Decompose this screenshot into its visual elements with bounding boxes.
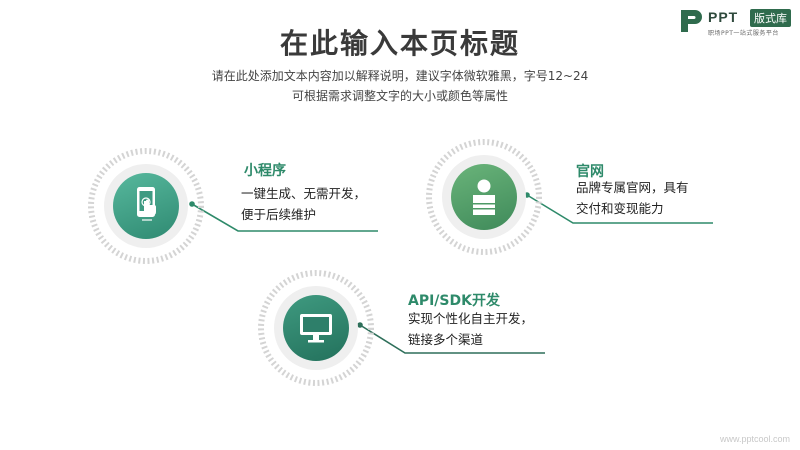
item-2-heading[interactable]: 官网 [576, 164, 604, 180]
watermark: www.pptcool.com [719, 434, 790, 444]
dashed-ring [88, 148, 204, 264]
item-api-sdk-graphic [256, 268, 376, 388]
item-1-text: 一键生成、无需开发， 便于后续维护 [241, 186, 367, 222]
page-title[interactable]: 在此输入本页标题 [279, 27, 520, 60]
logo-subtitle: 职场PPT一站式服务平台 [708, 30, 779, 37]
item-website-graphic [424, 137, 544, 257]
logo-tag: 版式库 [750, 9, 791, 27]
dashed-ring [426, 139, 542, 255]
dashed-ring [258, 270, 374, 386]
logo-text: PPT [708, 9, 739, 25]
monitor-icon [300, 314, 332, 343]
description-line-1[interactable]: 请在此处添加文本内容加以解释说明，建议字体微软雅黑，字号12~24 [211, 69, 589, 83]
item-3-text: 实现个性化自主开发， 链接多个渠道 [408, 311, 534, 347]
item-2-text: 品牌专属官网，具有 交付和变现能力 [576, 180, 689, 216]
item-1-heading[interactable]: 小程序 [244, 163, 286, 179]
brand-logo: PPT 版式库 职场PPT一站式服务平台 [678, 8, 796, 38]
description-line-2[interactable]: 可根据需求调整文字的大小或颜色等属性 [291, 89, 508, 103]
item-miniprogram-graphic [86, 146, 206, 266]
phone-tap-icon [137, 187, 156, 221]
item-3-heading[interactable]: API/SDK开发 [408, 293, 500, 309]
logo-p-icon [681, 10, 702, 32]
person-icon [473, 179, 495, 215]
